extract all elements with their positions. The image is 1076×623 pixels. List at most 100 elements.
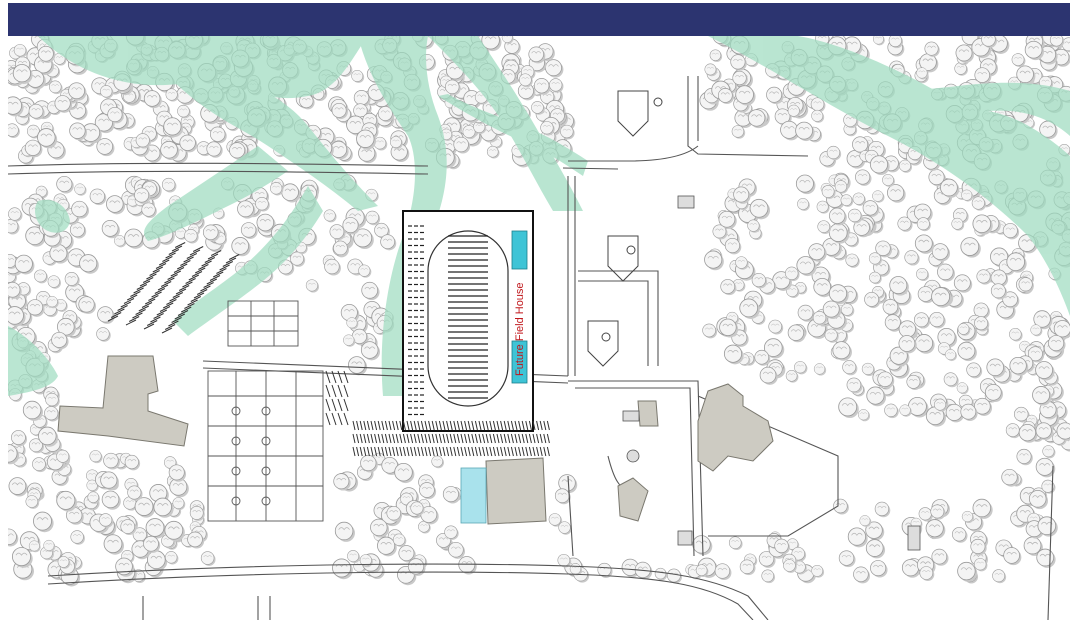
parking-stall xyxy=(438,420,442,431)
parking-stall xyxy=(539,446,543,457)
parking-stall xyxy=(489,420,493,431)
parking-stall xyxy=(395,446,399,457)
parking-stall xyxy=(518,433,522,444)
parking-stall xyxy=(482,446,486,457)
parking-stall xyxy=(377,446,381,457)
parking-stall xyxy=(331,398,337,412)
parking-stall xyxy=(467,433,471,444)
parking-stall xyxy=(337,384,343,398)
parking-stall xyxy=(510,420,514,431)
parking-stall xyxy=(428,420,432,431)
parking-stall xyxy=(536,433,540,444)
parking-stall xyxy=(507,420,511,431)
parking-stall xyxy=(525,433,529,444)
parking-stall xyxy=(377,420,381,431)
parking-stall xyxy=(464,433,468,444)
small-structures xyxy=(622,195,921,551)
parking-stall xyxy=(464,446,468,457)
parking-stall xyxy=(164,277,175,284)
parking-stall xyxy=(356,446,360,457)
parking-stall xyxy=(110,312,122,318)
parking-stall xyxy=(130,291,141,297)
parking-stall xyxy=(456,420,460,431)
parking-stall xyxy=(410,420,414,431)
parking-stall xyxy=(456,433,460,444)
parking-stall xyxy=(188,274,200,281)
parking-stall xyxy=(424,433,428,444)
parking-stall xyxy=(159,306,171,312)
parking-stall xyxy=(399,420,403,431)
parking-stall xyxy=(352,433,356,444)
parking-stall xyxy=(474,420,478,431)
parking-stall xyxy=(149,270,160,276)
parking-stall xyxy=(503,446,507,457)
parking-stall xyxy=(173,267,185,273)
parking-stall xyxy=(399,446,403,457)
parking-stall xyxy=(543,446,547,457)
parking-stall xyxy=(337,412,343,426)
parking-stall xyxy=(370,446,374,457)
parking-stall xyxy=(374,433,378,444)
parking-stall xyxy=(478,433,482,444)
parking-stall xyxy=(337,370,343,384)
baseball-diamonds xyxy=(587,90,663,367)
buildings xyxy=(57,355,774,525)
parking-stall xyxy=(135,309,146,315)
parking-stall xyxy=(388,433,392,444)
parking-stall xyxy=(471,433,475,444)
parking-stall xyxy=(514,433,518,444)
parking-stall xyxy=(363,446,367,457)
parking-stall xyxy=(435,446,439,457)
parking-stall xyxy=(126,294,138,301)
parking-stall xyxy=(152,266,164,273)
parking-stall xyxy=(471,420,475,431)
future-structures xyxy=(460,230,528,524)
parking-stall xyxy=(363,433,367,444)
parking-stall xyxy=(413,420,417,431)
parking-stall xyxy=(331,412,337,426)
parking-stall xyxy=(117,305,128,311)
parking-stall xyxy=(363,420,367,431)
parking-stall xyxy=(143,323,155,330)
parking-stall xyxy=(467,446,471,457)
parking-stall xyxy=(144,298,156,305)
parking-stall xyxy=(431,446,435,457)
parking-stall xyxy=(489,433,493,444)
parking-stall xyxy=(539,420,543,431)
parking-stall xyxy=(171,245,183,252)
parking-stall xyxy=(446,433,450,444)
parking-stall xyxy=(478,420,482,431)
parking-stall xyxy=(359,420,363,431)
parking-stall xyxy=(503,420,507,431)
parking-stall xyxy=(546,446,550,457)
parking-stall xyxy=(174,242,186,248)
parking-stall xyxy=(175,288,187,295)
parking-stall xyxy=(428,446,432,457)
parking-stall xyxy=(438,446,442,457)
parking-stall xyxy=(359,433,363,444)
parking-stall xyxy=(176,263,188,270)
parking-stall xyxy=(485,446,489,457)
parking-stall xyxy=(402,433,406,444)
parking-stall xyxy=(528,446,532,457)
parking-stall xyxy=(189,249,201,256)
parking-stall xyxy=(201,260,212,267)
parking-stall xyxy=(460,433,464,444)
parking-stall xyxy=(438,433,442,444)
parking-stall xyxy=(178,285,190,291)
parking-stall xyxy=(420,420,424,431)
parking-stall xyxy=(518,446,522,457)
parking-stall xyxy=(395,420,399,431)
practice-fields xyxy=(207,300,324,522)
parking-stall xyxy=(325,384,331,398)
parking-stall xyxy=(384,420,388,431)
parking-stall xyxy=(492,446,496,457)
parking-stall xyxy=(162,302,174,309)
parking-stall xyxy=(431,433,435,444)
parking-stall xyxy=(343,412,349,426)
parking-stall xyxy=(160,281,172,287)
parking-stall xyxy=(536,446,540,457)
parking-stall xyxy=(191,271,203,277)
parking-stall xyxy=(370,433,374,444)
parking-stall xyxy=(325,370,331,384)
